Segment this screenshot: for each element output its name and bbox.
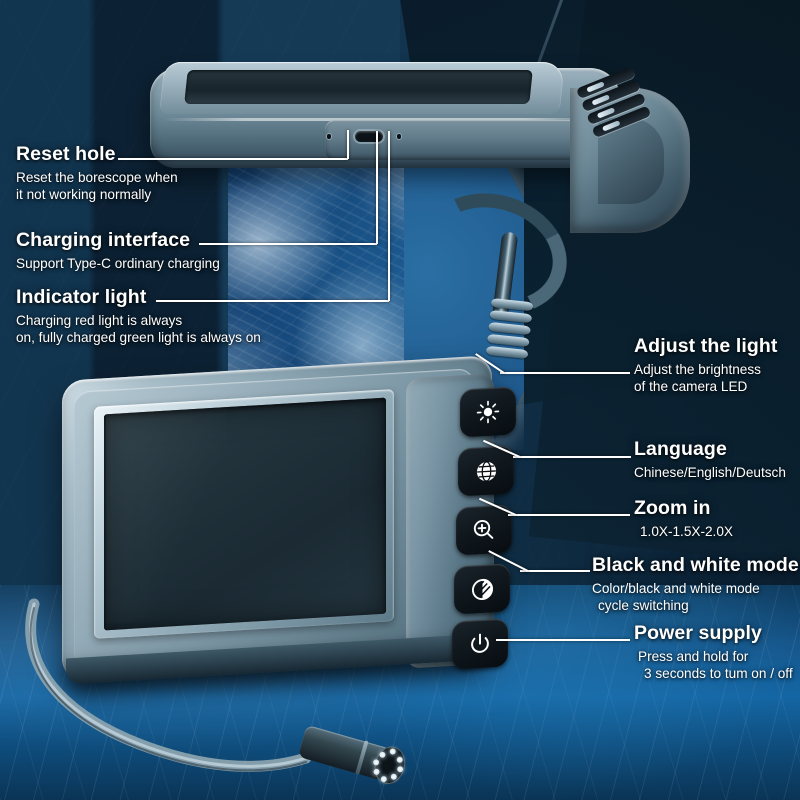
callout-language-subtitle: Chinese/English/Deutsch — [634, 464, 786, 481]
globe-icon — [474, 458, 499, 484]
callout-zoom-in: Zoom in 1.0X-1.5X-2.0X — [634, 497, 733, 540]
leader-line-charging-interface-vertical — [376, 131, 378, 244]
leader-line-indicator-light-vertical — [388, 131, 390, 301]
callout-line: on, fully charged green light is always … — [16, 330, 261, 346]
callout-zoom-in-title: Zoom in — [634, 497, 711, 519]
callout-line: Support Type-C ordinary charging — [16, 256, 220, 272]
callout-line: Charging red light is always — [16, 313, 183, 329]
callout-line: Color/black and white mode — [592, 581, 760, 597]
usb-c-port[interactable] — [355, 131, 383, 142]
leader-line-indicator-light — [156, 300, 389, 302]
language-button[interactable] — [458, 445, 514, 497]
callout-indicator-light: Indicator light Charging red light is al… — [16, 286, 261, 347]
main-device-front-view — [62, 355, 516, 700]
leader-line-charging-interface — [199, 243, 377, 245]
leader-line-power-supply — [496, 639, 630, 641]
callout-charging-interface: Charging interface Support Type-C ordina… — [16, 229, 220, 272]
upper-device-screen — [184, 70, 533, 104]
callout-line: Adjust the brightness — [634, 362, 761, 378]
contrast-circle-icon — [470, 576, 495, 602]
strain-relief-segment — [488, 321, 531, 336]
callout-reset-hole: Reset hole Reset the borescope when it n… — [16, 143, 178, 204]
callout-line: Chinese/English/Deutsch — [634, 465, 786, 481]
callout-power-supply-title: Power supply — [634, 622, 762, 644]
magnifier-plus-icon — [471, 516, 497, 544]
power-button[interactable] — [452, 618, 508, 670]
upper-device-side-view — [150, 58, 690, 233]
leader-line-reset-hole — [118, 158, 348, 160]
callout-line: Reset the borescope when — [16, 170, 178, 186]
reset-hole-port[interactable] — [327, 134, 331, 139]
callout-zoom-in-subtitle: 1.0X-1.5X-2.0X — [640, 523, 733, 540]
strain-relief-segment — [489, 309, 533, 324]
upper-device-port-plate — [325, 120, 605, 160]
callout-power-supply: Power supply Press and hold for 3 second… — [634, 622, 793, 683]
strain-relief-segment — [486, 333, 530, 348]
callout-line: 3 seconds to tum on / off — [644, 666, 793, 682]
brightness-sun-icon — [475, 398, 501, 426]
callout-language: Language Chinese/English/Deutsch — [634, 438, 786, 481]
leader-line-black-and-white-mode — [520, 570, 590, 572]
callout-reset-hole-title: Reset hole — [16, 143, 116, 165]
bw-mode-button[interactable] — [454, 563, 510, 615]
callout-line: it not working normally — [16, 187, 152, 203]
callout-indicator-light-title: Indicator light — [16, 286, 147, 308]
indicator-led — [397, 134, 401, 139]
callout-black-and-white-mode-title: Black and white mode — [592, 554, 799, 576]
callout-adjust-the-light: Adjust the light Adjust the brightness o… — [634, 335, 778, 396]
callout-adjust-the-light-subtitle: Adjust the brightness of the camera LED — [634, 361, 778, 396]
callout-reset-hole-subtitle: Reset the borescope when it not working … — [16, 169, 178, 204]
callout-line: of the camera LED — [634, 379, 748, 395]
leader-line-adjust-the-light — [500, 372, 630, 374]
callout-charging-interface-title: Charging interface — [16, 229, 191, 251]
callout-language-title: Language — [634, 438, 727, 460]
strain-relief-segment — [485, 345, 529, 360]
leader-line-zoom-in — [508, 514, 630, 516]
callout-adjust-the-light-title: Adjust the light — [634, 335, 778, 357]
brightness-button[interactable] — [460, 386, 516, 438]
callout-line: 1.0X-1.5X-2.0X — [640, 524, 733, 540]
leader-line-reset-hole-vertical — [347, 130, 349, 159]
callout-black-and-white-mode: Black and white mode Color/black and whi… — [592, 554, 799, 615]
power-icon — [467, 630, 493, 658]
callout-charging-interface-subtitle: Support Type-C ordinary charging — [16, 255, 220, 272]
zoom-button[interactable] — [456, 504, 512, 556]
callout-line: cycle switching — [598, 598, 689, 614]
callout-black-and-white-mode-subtitle: Color/black and white mode cycle switchi… — [592, 580, 799, 615]
leader-line-language — [513, 456, 631, 458]
callout-power-supply-subtitle: Press and hold for 3 seconds to tum on /… — [638, 648, 793, 683]
callout-indicator-light-subtitle: Charging red light is always on, fully c… — [16, 312, 261, 347]
upper-device-seam — [164, 118, 604, 121]
callout-line: Press and hold for — [638, 649, 749, 665]
screen-glare — [106, 404, 226, 624]
cable-strain-relief — [485, 297, 534, 370]
